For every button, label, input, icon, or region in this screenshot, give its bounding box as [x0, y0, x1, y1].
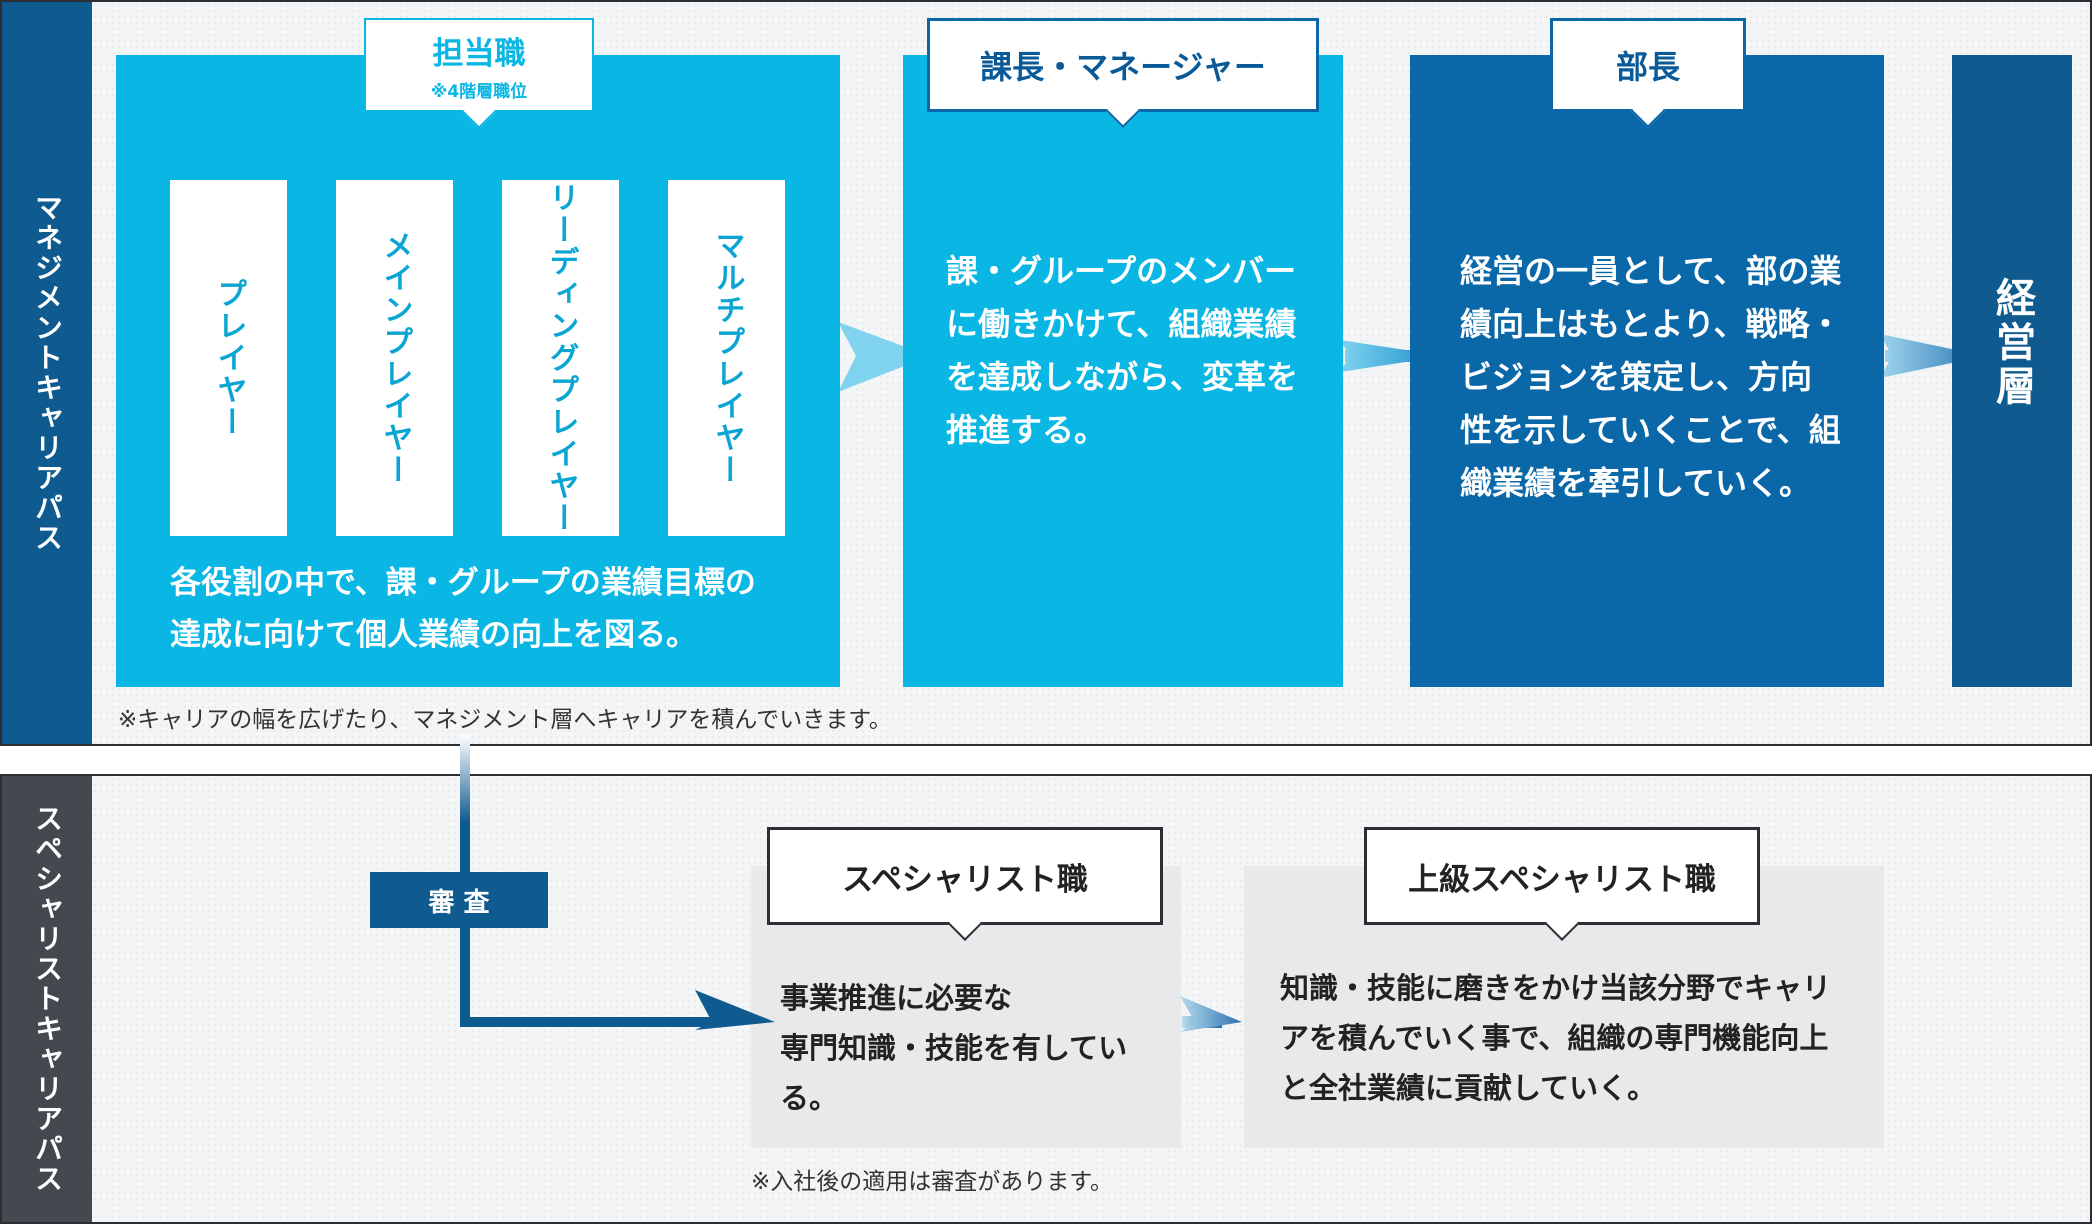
senior-desc-line-2: アを積んでいく事で、組織の専門機能向上	[1280, 1021, 1829, 1055]
keiei-box: 経営層	[1952, 55, 2072, 687]
tanto-desc-line-2: 達成に向けて個人業績の向上を図る。	[170, 617, 697, 653]
review-badge: 審 査	[370, 872, 548, 928]
specialist-sidebar-label: スペシャリストキャリアパス	[31, 804, 64, 1194]
senior-specialist-tag: 上級スペシャリスト職	[1364, 827, 1760, 925]
bucho-desc-line-1: 経営の一員として、部の業	[1460, 252, 1842, 290]
bucho-title: 部長	[1615, 48, 1680, 86]
arrow-to-specialist	[695, 990, 775, 1030]
kacho-box	[903, 55, 1343, 687]
bucho-desc-line-3: ビジョンを策定し、方向	[1460, 358, 1813, 396]
specialist-sidebar: スペシャリストキャリアパス	[2, 776, 92, 1222]
arrow-to-senior	[1180, 996, 1242, 1032]
management-sidebar-label: マネジメントキャリアパス	[31, 193, 64, 553]
specialist-tag: スペシャリスト職	[767, 827, 1163, 925]
role-main-player: メインプレイヤー	[336, 180, 453, 536]
tanto-subtitle: ※4階層職位	[430, 82, 528, 102]
review-label: 審 査	[428, 887, 490, 918]
management-sidebar: マネジメントキャリアパス	[2, 2, 92, 744]
specialist-description: 事業推進に必要な 専門知識・技能を有している。	[780, 973, 1175, 1123]
specialist-desc-line-1: 事業推進に必要な	[780, 981, 1013, 1015]
management-note: ※キャリアの幅を広げたり、マネジメント層へキャリアを積んでいきます。	[118, 707, 892, 733]
kacho-tag: 課長・マネージャー	[927, 18, 1319, 112]
specialist-title: スペシャリスト職	[842, 861, 1088, 898]
tanto-tag: 担当職 ※4階層職位	[364, 18, 594, 112]
kacho-desc-line-1: 課・グループのメンバー	[946, 252, 1297, 290]
role-player-label: プレイヤー	[211, 278, 247, 438]
role-multi-player: マルチプレイヤー	[668, 180, 785, 536]
review-horizontal-line	[460, 1017, 715, 1027]
specialist-note: ※入社後の適用は審査があります。	[751, 1169, 1113, 1195]
kacho-desc-line-2: に働きかけて、組織業績	[946, 305, 1297, 343]
role-leading-player-label: リーディングプレイヤー	[543, 182, 579, 534]
senior-specialist-title: 上級スペシャリスト職	[1408, 861, 1716, 898]
bucho-desc-line-4: 性を示していくことで、組	[1460, 411, 1841, 449]
bucho-box	[1410, 55, 1884, 687]
senior-desc-line-1: 知識・技能に磨きをかけ当該分野でキャリ	[1280, 971, 1832, 1005]
kacho-description: 課・グループのメンバー に働きかけて、組織業績 を達成しながら、変革を 推進する…	[946, 245, 1326, 457]
bucho-desc-line-5: 織業績を牽引していく。	[1460, 464, 1812, 502]
specialist-desc-line-2: 専門知識・技能を有している。	[780, 1031, 1128, 1115]
arrow-to-bucho	[1340, 340, 1445, 372]
arrow-to-keiei	[1880, 334, 1985, 378]
bucho-desc-line-2: 績向上はもとより、戦略・	[1460, 305, 1842, 343]
arrow-to-kacho	[838, 322, 930, 392]
kacho-title: 課長・マネージャー	[980, 48, 1266, 86]
role-leading-player: リーディングプレイヤー	[502, 180, 619, 536]
keiei-label: 経営層	[1989, 277, 2035, 409]
kacho-desc-line-4: 推進する。	[946, 411, 1107, 449]
tanto-description: 各役割の中で、課・グループの業績目標の 達成に向けて個人業績の向上を図る。	[170, 557, 830, 661]
role-main-player-label: メインプレイヤー	[377, 230, 413, 486]
role-player: プレイヤー	[170, 180, 287, 536]
role-multi-player-label: マルチプレイヤー	[709, 230, 745, 486]
bucho-description: 経営の一員として、部の業 績向上はもとより、戦略・ ビジョンを策定し、方向 性を…	[1460, 245, 1870, 510]
tanto-title: 担当職	[432, 36, 526, 72]
senior-desc-line-3: と全社業績に貢献していく。	[1280, 1071, 1657, 1105]
bucho-tag: 部長	[1550, 18, 1746, 112]
senior-specialist-description: 知識・技能に磨きをかけ当該分野でキャリ アを積んでいく事で、組織の専門機能向上 …	[1280, 963, 1880, 1113]
kacho-desc-line-3: を達成しながら、変革を	[946, 358, 1299, 396]
tanto-desc-line-1: 各役割の中で、課・グループの業績目標の	[170, 565, 756, 601]
